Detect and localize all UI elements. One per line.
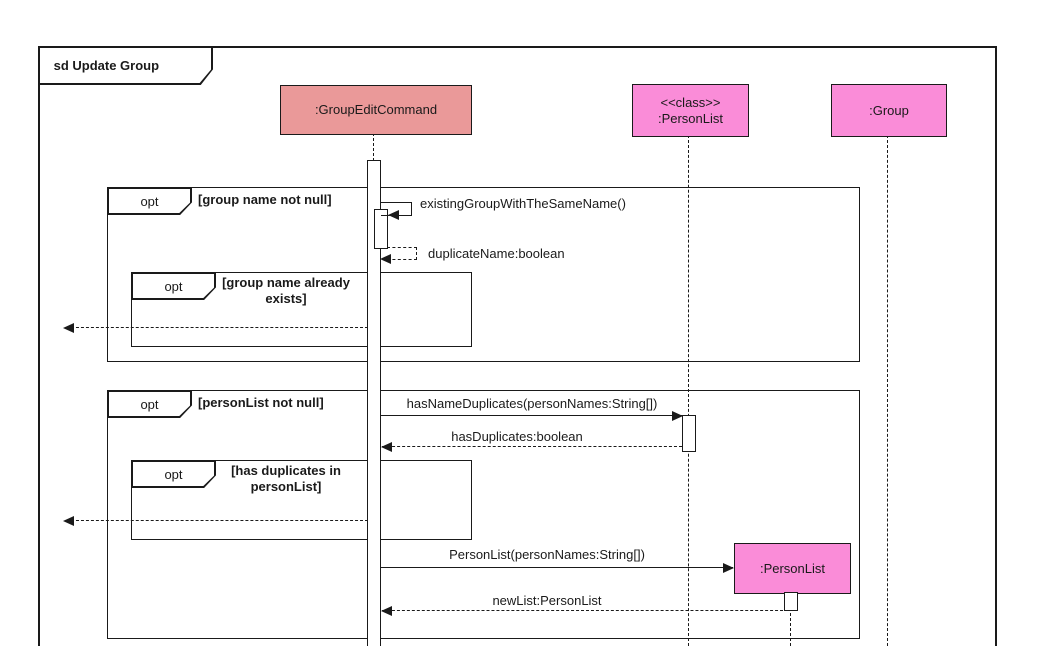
activation-person-list-class	[682, 415, 696, 452]
fragment-opt-group-name-not-null	[107, 187, 860, 362]
message-line-sync	[380, 415, 682, 416]
arrowhead	[381, 606, 392, 616]
message-line-return	[382, 610, 788, 611]
frame-title-tab: sd Update Group	[38, 46, 213, 85]
fragment-guard: [has duplicates in personList]	[231, 463, 341, 495]
arrowhead	[672, 411, 683, 421]
message-label: duplicateName:boolean	[428, 246, 565, 261]
lifeline-head-group: :Group	[831, 84, 947, 137]
activation-nested-self-call	[374, 209, 388, 249]
fragment-operator-tab: opt	[131, 460, 216, 488]
message-line-return-to-caller	[66, 520, 368, 521]
diagram-frame	[38, 46, 997, 646]
frame-title: sd Update Group	[39, 47, 212, 84]
lifeline-label: :PersonList	[657, 110, 724, 126]
message-line-return	[382, 446, 682, 447]
lifeline-group	[887, 135, 888, 646]
arrowhead	[380, 254, 391, 264]
fragment-operator: opt	[108, 391, 191, 417]
fragment-operator-tab: opt	[131, 272, 216, 300]
fragment-opt-has-duplicates	[131, 460, 472, 540]
fragment-opt-personlist-not-null	[107, 390, 860, 639]
message-label: hasDuplicates:boolean	[451, 429, 583, 444]
message-label: existingGroupWithTheSameName()	[420, 196, 626, 211]
fragment-guard: [personList not null]	[198, 395, 324, 410]
lifeline-stereotype: <<class>>	[660, 94, 721, 110]
fragment-operator-tab: opt	[107, 187, 192, 215]
fragment-guard: [group name not null]	[198, 192, 332, 207]
arrowhead	[63, 516, 74, 526]
fragment-operator: opt	[108, 188, 191, 214]
fragment-operator-tab: opt	[107, 390, 192, 418]
message-label: hasNameDuplicates(personNames:String[])	[406, 396, 658, 411]
created-object-label: :PersonList	[759, 560, 826, 576]
activation-group-edit-command	[367, 160, 381, 646]
arrowhead	[388, 210, 399, 220]
message-line-create	[380, 567, 733, 568]
activation-created-person-list	[784, 592, 798, 611]
created-object-person-list: :PersonList	[734, 543, 851, 594]
message-line-self-return	[387, 247, 417, 260]
arrowhead	[63, 323, 74, 333]
fragment-guard: [group name already exists]	[222, 275, 350, 307]
fragment-operator: opt	[132, 461, 215, 487]
message-label: newList:PersonList	[492, 593, 602, 608]
lifeline-head-group-edit-command: :GroupEditCommand	[280, 85, 472, 135]
arrowhead	[723, 563, 734, 573]
lifeline-label: :Group	[869, 102, 909, 118]
message-line-return-to-caller	[66, 327, 368, 328]
arrowhead	[381, 442, 392, 452]
message-label: PersonList(personNames:String[])	[449, 547, 645, 562]
lifeline-group-edit-command	[373, 133, 374, 161]
lifeline-label: :GroupEditCommand	[314, 102, 438, 118]
lifeline-head-person-list-class: <<class>> :PersonList	[632, 84, 749, 137]
lifeline-created-person-list	[790, 608, 791, 646]
fragment-opt-group-name-already-exists	[131, 272, 472, 347]
fragment-operator: opt	[132, 273, 215, 299]
